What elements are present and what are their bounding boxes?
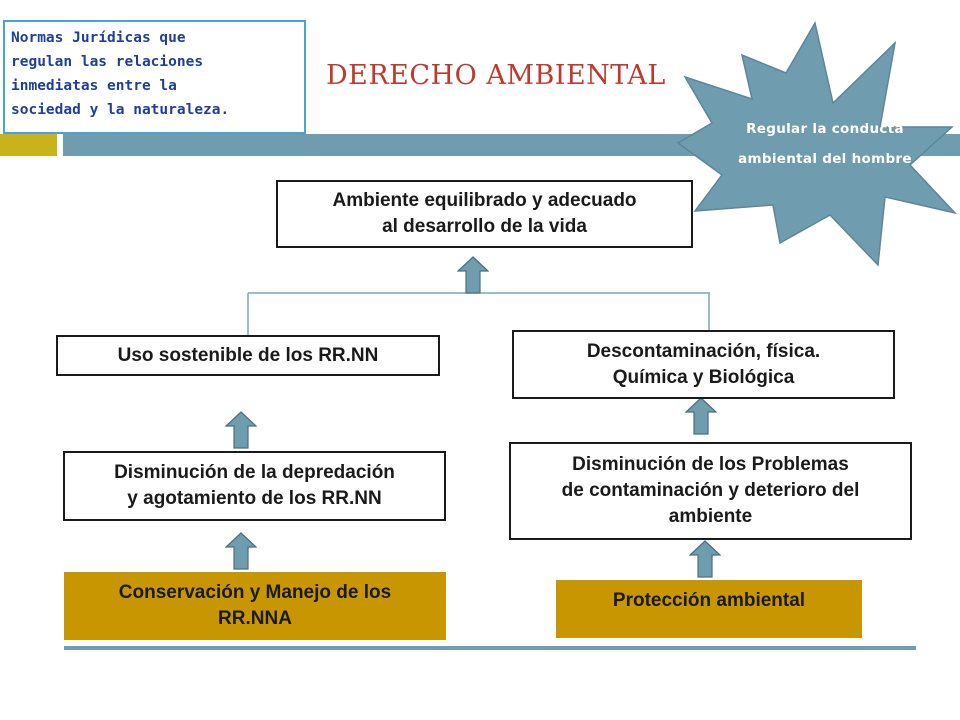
goal-box: Ambiente equilibrado y adecuado al desar… [276,180,693,248]
left-outcome-box: Uso sostenible de los RR.NN [56,335,440,376]
definition-line: sociedad y la naturaleza. [11,102,230,118]
arrow-up-icon [225,532,257,570]
starburst-text: Regular la conducta ambiental del hombre [700,114,950,174]
definition-line: inmediatas entre la [11,78,177,94]
page-title: DERECHO AMBIENTAL [326,60,666,91]
right-action-text: Protección ambiental [612,590,806,611]
arrow-up-icon [457,256,489,294]
arrow-up-icon [225,411,257,449]
right-action-box: Protección ambiental [556,580,862,638]
goal-line: Ambiente equilibrado y adecuado [332,190,637,211]
bottom-divider [64,646,916,650]
goal-line: al desarrollo de la vida [382,216,587,237]
definition-box: Normas Jurídicas que regulan las relacio… [3,20,306,134]
right-outcome-line: Descontaminación, física. [586,340,821,362]
left-action-line: RR.NNA [218,608,292,629]
arrow-up-icon [689,540,721,578]
right-effect-line: de contaminación y deterioro del [561,480,860,501]
left-effect-line: y agotamiento de los RR.NN [127,488,382,509]
left-action-box: Conservación y Manejo de los RR.NNA [64,572,446,640]
right-outcome-line: Química y Biológica [612,366,795,388]
right-effect-line: Disminución de los Problemas [572,454,849,475]
starburst-line: ambiental del hombre [738,151,912,167]
starburst-line: Regular la conducta [746,121,904,137]
arrow-up-icon [685,397,717,435]
left-effect-box: Disminución de la depredación y agotamie… [63,451,446,521]
definition-line: regulan las relaciones [11,54,204,70]
right-effect-line: ambiente [668,506,753,527]
definition-line: Normas Jurídicas que [11,30,186,46]
right-effect-box: Disminución de los Problemas de contamin… [509,442,912,540]
right-outcome-box: Descontaminación, física. Química y Biol… [512,330,895,399]
left-action-line: Conservación y Manejo de los [118,582,392,603]
left-effect-line: Disminución de la depredación [114,462,395,483]
left-outcome-text: Uso sostenible de los RR.NN [117,344,379,366]
starburst-shape [676,20,958,267]
accent-bar-gold [0,134,57,156]
